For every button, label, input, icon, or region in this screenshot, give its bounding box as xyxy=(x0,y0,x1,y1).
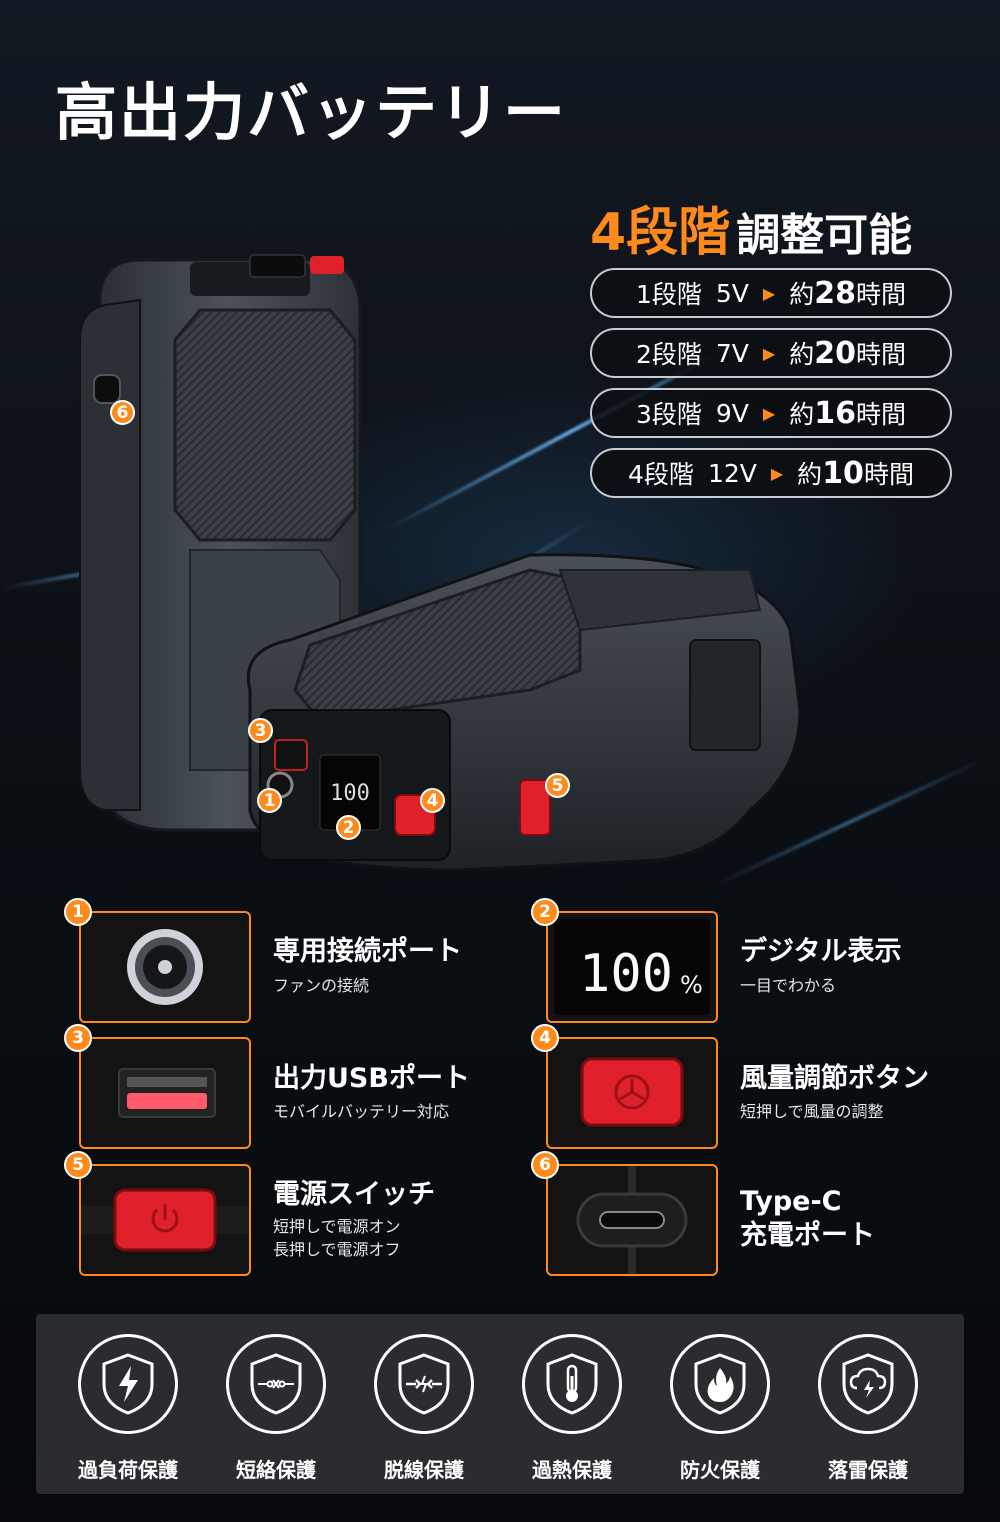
level-step: 1段階 xyxy=(635,280,702,309)
feature-3-title: 出力USBポート xyxy=(273,1063,470,1094)
level-unit: 時間 xyxy=(863,460,914,489)
arrow-right-icon: ▶ xyxy=(762,283,776,303)
protection-panel: 過負荷保護 短絡保護 xyxy=(36,1314,964,1494)
feature-4-number: 4 xyxy=(531,1024,559,1052)
level-voltage: 9V xyxy=(715,398,749,428)
feature-3-subtitle: モバイルバッテリー対応 xyxy=(273,1102,450,1121)
protection-lightning: 落雷保護 xyxy=(808,1334,928,1483)
level-step: 2段階 xyxy=(635,340,702,369)
feature-3-image xyxy=(79,1037,251,1149)
feature-2-image: 100 % xyxy=(546,911,718,1023)
svg-text:100: 100 xyxy=(579,944,673,1004)
level-unit: 時間 xyxy=(855,280,906,309)
feature-2-subtitle: 一目でわかる xyxy=(740,976,837,995)
feature-4-subtitle: 短押しで風量の調整 xyxy=(740,1102,884,1121)
feature-1-number: 1 xyxy=(64,898,92,926)
digital-display-icon: 100 % xyxy=(554,919,710,1015)
protection-overheat: 過熱保護 xyxy=(512,1334,632,1483)
feature-1-subtitle: ファンの接続 xyxy=(273,976,370,995)
level-voltage: 7V xyxy=(715,338,749,368)
protection-label: 防火保護 xyxy=(680,1458,760,1482)
level-approx: 約 xyxy=(789,280,815,309)
level-step: 4段階 xyxy=(628,460,694,489)
protection-disconnect: 脱線保護 xyxy=(364,1334,484,1483)
feature-6-title: Type-C xyxy=(740,1186,842,1217)
level-unit: 時間 xyxy=(855,400,906,429)
thermometer-shield-icon xyxy=(546,1353,598,1415)
level-voltage: 5V xyxy=(715,278,749,308)
feature-2-number: 2 xyxy=(531,898,559,926)
device-screen-text: 100 xyxy=(330,781,370,806)
dc-port-icon xyxy=(127,929,203,1005)
adjust-heading: 4段階調整可能 xyxy=(590,190,912,265)
marker-4: 4 xyxy=(420,788,445,813)
protection-overload: 過負荷保護 xyxy=(68,1334,188,1483)
svg-text:%: % xyxy=(680,971,703,999)
feature-4-image xyxy=(546,1037,718,1149)
adjust-levels-count: 4段階 xyxy=(590,203,731,263)
feature-5-number: 5 xyxy=(64,1151,92,1179)
level-approx: 約 xyxy=(797,460,823,489)
cloud-lightning-shield-icon xyxy=(842,1353,894,1415)
level-step: 3段階 xyxy=(635,400,702,429)
protection-label: 短絡保護 xyxy=(236,1458,316,1482)
feature-6-image xyxy=(546,1164,718,1276)
product-image: 100 xyxy=(79,254,802,872)
short-circuit-shield-icon xyxy=(250,1353,302,1415)
protection-short-circuit: 短絡保護 xyxy=(216,1334,336,1483)
fire-shield-icon xyxy=(694,1353,746,1415)
level-hours: 10 xyxy=(822,455,864,491)
protection-label: 過負荷保護 xyxy=(78,1458,178,1482)
protection-label: 過熱保護 xyxy=(532,1458,612,1482)
feature-6-number: 6 xyxy=(531,1151,559,1179)
level-approx: 約 xyxy=(789,400,815,429)
type-c-port-icon xyxy=(576,1166,688,1274)
feature-4-title: 風量調節ボタン xyxy=(740,1063,929,1094)
level-unit: 時間 xyxy=(855,340,906,369)
level-approx: 約 xyxy=(789,340,815,369)
feature-3-number: 3 xyxy=(64,1024,92,1052)
level-hours: 16 xyxy=(814,395,856,431)
feature-5-subtitle: 短押しで電源オン xyxy=(273,1217,401,1236)
feature-5-image xyxy=(79,1164,251,1276)
level-voltage: 12V xyxy=(707,458,757,488)
marker-2: 2 xyxy=(336,815,361,840)
feature-5-subtitle-2: 長押しで電源オフ xyxy=(273,1240,401,1259)
battery-lying: 100 xyxy=(246,553,802,872)
page-title: 高出力バッテリー xyxy=(55,76,568,149)
marker-6: 6 xyxy=(110,400,135,425)
arrow-right-icon: ▶ xyxy=(770,463,784,483)
broken-wire-shield-icon xyxy=(398,1353,450,1415)
protection-fire: 防火保護 xyxy=(660,1334,780,1483)
marker-3: 3 xyxy=(248,718,273,743)
feature-1-image xyxy=(79,911,251,1023)
marker-1: 1 xyxy=(257,788,282,813)
feature-5-title: 電源スイッチ xyxy=(273,1179,435,1210)
feature-2-title: デジタル表示 xyxy=(740,936,902,967)
protection-label: 落雷保護 xyxy=(828,1458,908,1482)
protection-label: 脱線保護 xyxy=(384,1458,464,1482)
level-hours: 28 xyxy=(814,275,856,311)
arrow-right-icon: ▶ xyxy=(762,403,776,423)
usb-port-icon xyxy=(118,1068,216,1118)
feature-6-title-2: 充電ポート xyxy=(740,1220,875,1251)
feature-1-title: 専用接続ポート xyxy=(273,936,462,967)
power-switch-icon xyxy=(81,1188,249,1252)
marker-5: 5 xyxy=(545,773,570,798)
bolt-shield-icon xyxy=(102,1353,154,1415)
arrow-right-icon: ▶ xyxy=(762,343,776,363)
fan-button-icon xyxy=(580,1057,684,1127)
adjust-label: 調整可能 xyxy=(736,210,913,261)
level-hours: 20 xyxy=(814,335,856,371)
